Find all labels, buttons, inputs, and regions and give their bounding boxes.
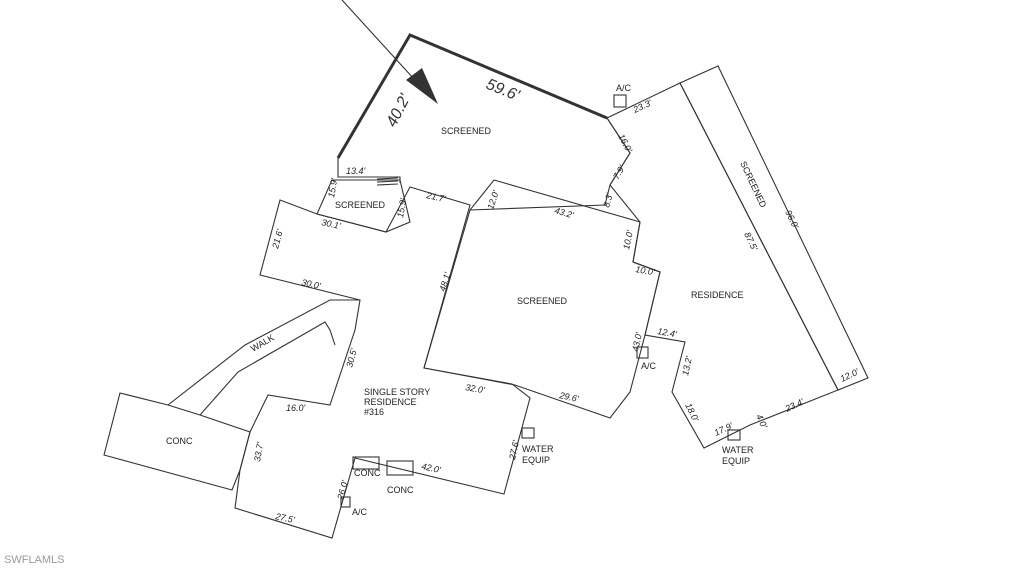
watermark: SWFLAMLS <box>4 554 65 566</box>
dim-17-9: 17.9' <box>713 421 735 438</box>
dim-33-7: 33.7' <box>252 441 265 462</box>
label-single-story-2: RESIDENCE <box>364 397 417 407</box>
label-ac-top: A/C <box>616 83 632 93</box>
dim-10-0-a: 10.0' <box>621 229 635 250</box>
label-conc-left: CONC <box>166 436 193 446</box>
walk-path <box>167 299 360 406</box>
label-screened-center: SCREENED <box>517 296 568 306</box>
label-water-equip-1b: EQUIP <box>522 455 550 465</box>
ac-unit-bottom <box>340 496 351 508</box>
concrete-slab-left <box>103 392 251 491</box>
dim-43-2: 43.2' <box>553 205 575 220</box>
label-conc-bottom: CONC <box>387 485 414 495</box>
dim-27-6: 27.6' <box>507 439 521 461</box>
dim-13-2: 13.2' <box>680 355 694 376</box>
ac-unit-mid <box>636 346 649 359</box>
screened-small-room <box>316 179 411 233</box>
dim-27-5: 27.5' <box>274 511 296 525</box>
dim-21-7: 21.7' <box>425 190 447 204</box>
dim-30-1: 30.1' <box>321 217 342 231</box>
dim-96-0: 96.0' <box>783 208 801 230</box>
dim-26-0: 26.0' <box>335 479 350 501</box>
dim-12-4: 12.4' <box>657 326 678 339</box>
dim-43-0: 43.0' <box>630 331 644 352</box>
single-story-residence-outline <box>234 186 531 539</box>
dim-12-0-a: 12.0' <box>485 189 501 211</box>
conc-pad-bottom <box>386 460 414 476</box>
dim-21-6: 21.6' <box>270 228 285 250</box>
dim-32-0: 32.0' <box>465 382 486 395</box>
dim-15-9-b: 15.9' <box>395 197 408 218</box>
screened-porch-top <box>336 33 631 211</box>
conc-pad-small <box>352 456 380 470</box>
dim-16-0-b: 16.0' <box>286 403 306 413</box>
label-screened-top: SCREENED <box>441 126 492 136</box>
dim-29-6: 29.6' <box>558 390 580 404</box>
label-conc-small: CONC <box>354 468 381 478</box>
label-ac-mid: A/C <box>641 361 657 371</box>
dim-16-0-a: 16.0' <box>616 132 634 154</box>
dim-30-0: 30.0' <box>301 277 322 291</box>
dim-10-0-b: 10.0' <box>635 264 656 277</box>
dim-12-0-b: 12.0' <box>839 367 861 384</box>
dim-13-4: 13.4' <box>346 166 366 176</box>
label-water-equip-1a: WATER <box>522 444 554 454</box>
dim-42-0: 42.0' <box>421 461 442 475</box>
water-equip-box-2 <box>727 429 741 441</box>
dim-48-1: 48.1' <box>437 271 452 293</box>
label-single-story-3: #316 <box>364 407 384 417</box>
walk-path-edge <box>199 321 336 416</box>
dim-7-9: 7.9' <box>611 163 627 181</box>
water-equip-box-1 <box>521 427 535 439</box>
label-ac-bottom: A/C <box>352 507 368 517</box>
dim-18-0: 18.0' <box>683 401 701 423</box>
label-single-story-1: SINGLE STORY <box>364 387 430 397</box>
dim-4-0: 4.0' <box>754 413 769 430</box>
label-water-equip-2a: WATER <box>722 445 754 455</box>
dim-40-2: 40.2' <box>383 91 414 130</box>
dim-30-5: 30.5' <box>344 347 359 368</box>
dim-23-3: 23.3' <box>631 98 654 116</box>
screened-strip-right <box>679 65 869 391</box>
label-screened-small: SCREENED <box>335 200 386 210</box>
label-residence-right: RESIDENCE <box>691 290 744 300</box>
label-water-equip-2b: EQUIP <box>722 456 750 466</box>
ac-unit-top <box>613 94 627 108</box>
dim-8-3: 8.3' <box>601 192 614 209</box>
dim-15-9-a: 15.9' <box>326 177 339 198</box>
right-residence-outline <box>606 82 839 449</box>
label-screened-right: SCREENED <box>738 160 768 210</box>
dim-23-4: 23.4' <box>783 397 806 415</box>
north-arrow-icon <box>341 0 438 104</box>
